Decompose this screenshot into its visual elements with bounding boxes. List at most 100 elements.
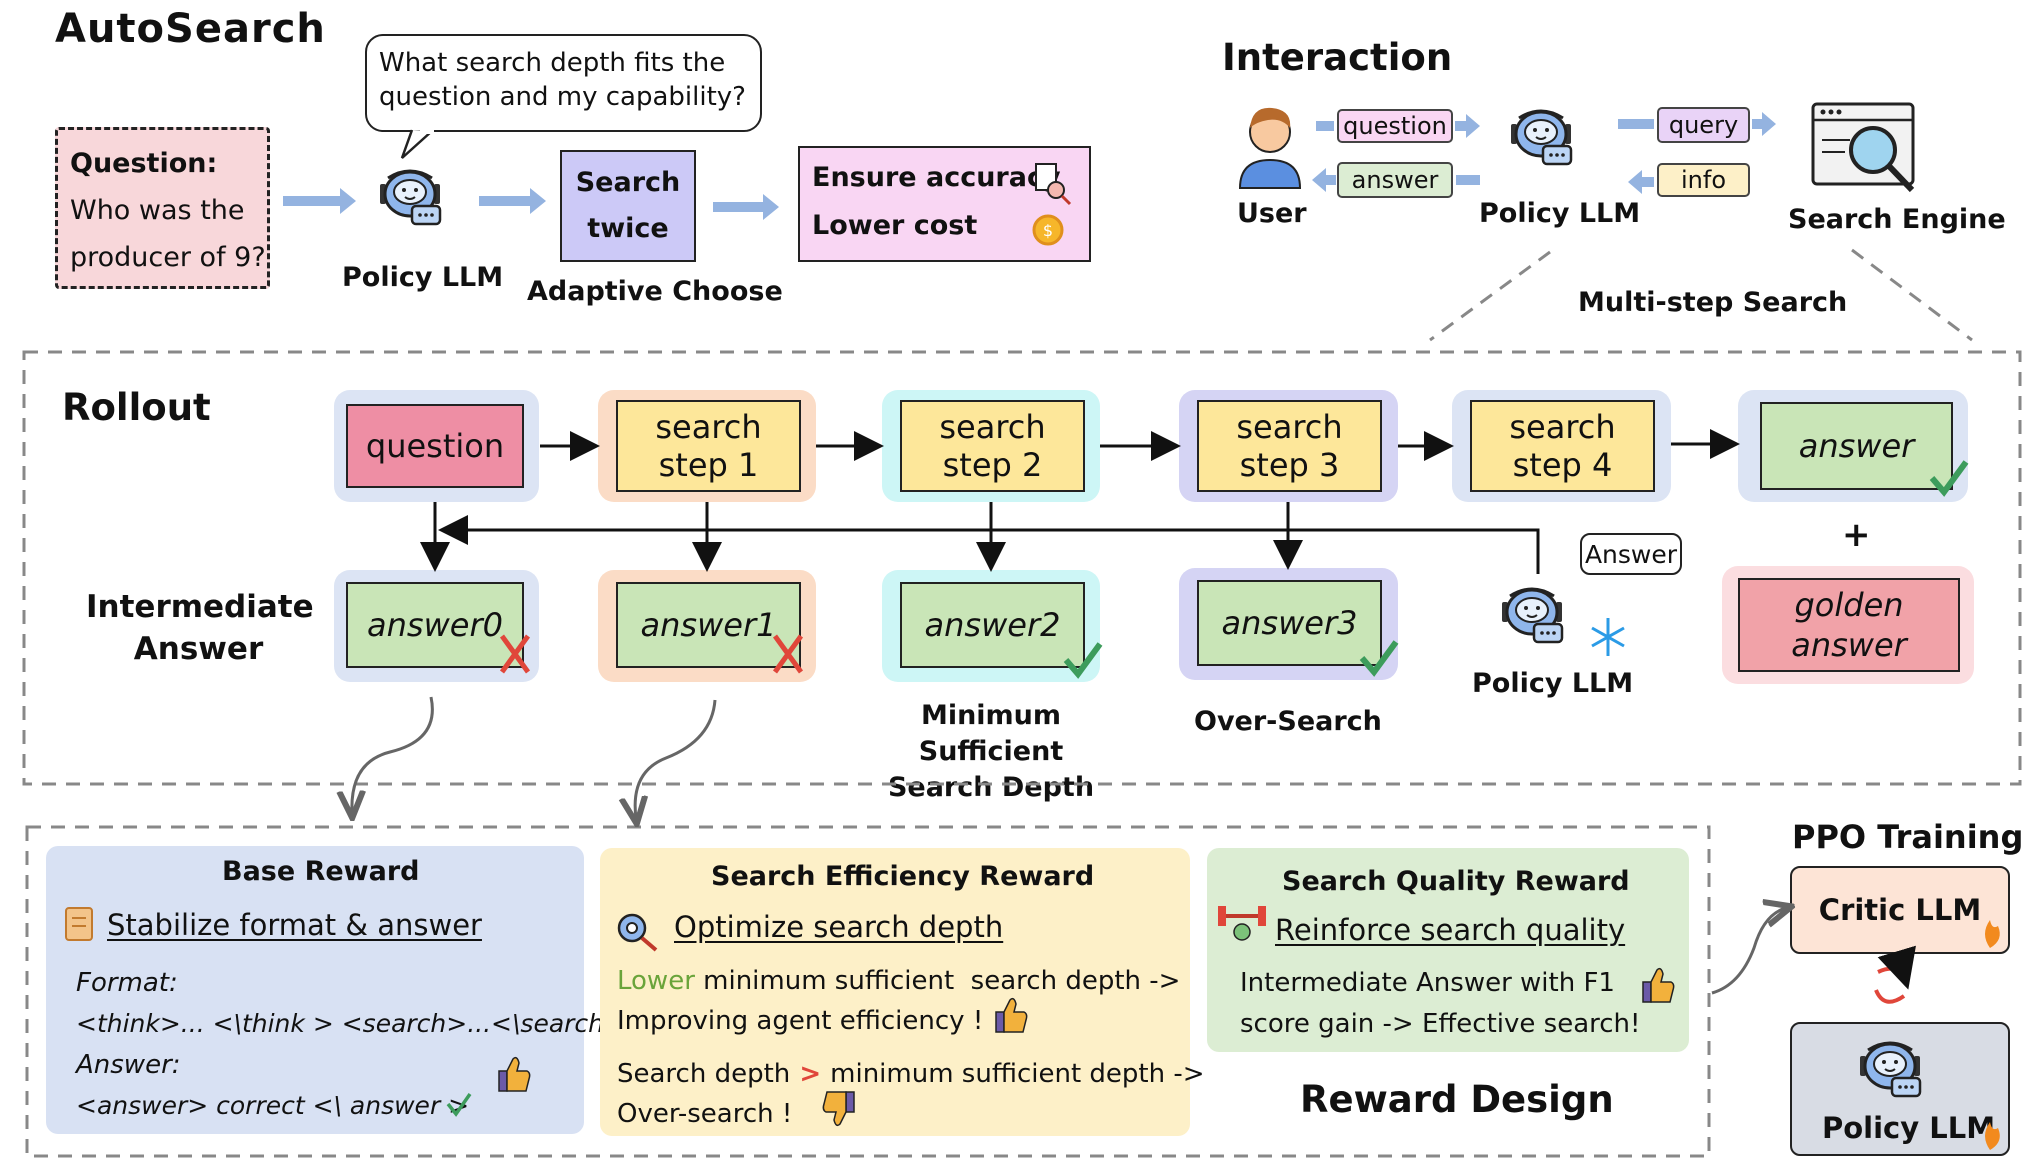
query-tag: query bbox=[1657, 107, 1750, 143]
answer-bubble: Answer bbox=[1580, 533, 1682, 575]
magnifier-doc-icon bbox=[1035, 163, 1072, 206]
critic-llm-label: Critic LLM bbox=[1818, 893, 1982, 927]
answer2-text: answer2 bbox=[924, 606, 1061, 644]
step4-line1: search bbox=[1509, 408, 1616, 446]
min-depth-line2: Search Depth bbox=[887, 772, 1095, 803]
bubble-line-2: question and my capability? bbox=[379, 82, 746, 112]
policy-llm-label-interaction: Policy LLM bbox=[1479, 198, 1641, 229]
answer0-box: answer0 bbox=[346, 582, 524, 668]
step2-line2: step 2 bbox=[942, 446, 1043, 484]
reward-frame bbox=[25, 825, 1711, 1158]
choose-line-2: twice bbox=[587, 213, 669, 244]
step3-line1: search bbox=[1236, 408, 1343, 446]
zoom-line-right bbox=[1851, 248, 1973, 342]
adaptive-choose-box: Search twice bbox=[560, 150, 696, 262]
quality-subtitle: Reinforce search quality bbox=[1275, 913, 1625, 947]
efficiency-subtitle: Optimize search depth bbox=[674, 910, 1003, 944]
rollout-question: question bbox=[346, 404, 524, 488]
search-engine-icon bbox=[1811, 102, 1915, 193]
thumbs-up-icon-quality bbox=[1642, 967, 1675, 1003]
rollout-answer: answer bbox=[1760, 402, 1953, 490]
question-label: Question: bbox=[70, 148, 218, 179]
intermediate-line1: Intermediate bbox=[86, 589, 314, 625]
intermediate-answer-title: Intermediate Answer bbox=[86, 586, 314, 670]
answer0-cross-mark bbox=[499, 634, 531, 674]
question-line-1: Who was the bbox=[70, 195, 245, 226]
base-reward-title: Base Reward bbox=[222, 856, 420, 887]
thumbs-up-icon-efficiency bbox=[995, 997, 1028, 1033]
small-check-icon bbox=[446, 1092, 472, 1117]
policy-llm-label-top: Policy LLM bbox=[342, 262, 504, 293]
user-icon bbox=[1238, 107, 1302, 189]
critic-flame-icon bbox=[1985, 920, 2000, 948]
rollout-frame bbox=[22, 350, 2022, 786]
answer1-box: answer1 bbox=[616, 582, 801, 668]
reward-design-title: Reward Design bbox=[1300, 1078, 1614, 1121]
rollout-title: Rollout bbox=[62, 386, 211, 429]
quality-line1: Intermediate Answer with F1 bbox=[1240, 968, 1615, 998]
over-search-label: Over-Search bbox=[1194, 706, 1382, 737]
efficiency-reward-title: Search Efficiency Reward bbox=[711, 861, 1095, 892]
frozen-policy-label: Policy LLM bbox=[1472, 668, 1634, 699]
base-reward-subtitle: Stabilize format & answer bbox=[107, 908, 482, 942]
top-flow-arrows bbox=[283, 188, 779, 220]
answer2-box: answer2 bbox=[900, 582, 1085, 668]
curve-arrow-efficiency bbox=[635, 699, 717, 818]
question-line-2: producer of 9? bbox=[70, 242, 266, 273]
golden-line1: golden bbox=[1794, 586, 1904, 624]
policy-llm-icon-interaction bbox=[1509, 109, 1573, 166]
policy-llm-icon-top bbox=[378, 169, 442, 226]
efficiency-depth: Search depth bbox=[617, 1059, 791, 1089]
plus-sign: + bbox=[1842, 515, 1871, 555]
base-reward-panel bbox=[46, 846, 584, 1134]
answer3-check-mark bbox=[1359, 640, 1399, 677]
base-format-line: <think>... <\think > <search>...<\search… bbox=[76, 1009, 633, 1038]
reward-to-ppo-arrow bbox=[1711, 908, 1786, 995]
interaction-arrows bbox=[1312, 112, 1776, 194]
answer3-box: answer3 bbox=[1197, 580, 1382, 666]
curve-arrow-base bbox=[352, 696, 434, 812]
step3-line2: step 3 bbox=[1239, 446, 1340, 484]
answer-check-mark bbox=[1929, 460, 1969, 497]
thumbs-up-icon-base bbox=[498, 1056, 531, 1092]
critic-llm-box: Critic LLM bbox=[1790, 866, 2010, 954]
efficiency-gt: > bbox=[790, 1059, 831, 1089]
info-tag: info bbox=[1657, 163, 1750, 197]
efficiency-line3: Search depth > minimum sufficient depth … bbox=[617, 1059, 1205, 1089]
efficiency-line1-rest: minimum sufficient search depth -> bbox=[694, 966, 1181, 996]
efficiency-line1: Lower minimum sufficient search depth -> bbox=[617, 966, 1180, 996]
base-answer-label: Answer: bbox=[76, 1050, 181, 1080]
autosearch-title: AutoSearch bbox=[55, 6, 326, 52]
quality-line2: score gain -> Effective search! bbox=[1240, 1009, 1641, 1039]
snowflake-icon bbox=[1591, 618, 1625, 656]
answer3-text: answer3 bbox=[1221, 604, 1358, 642]
ppo-training-title: PPO Training bbox=[1792, 818, 2024, 856]
answer2-check-mark bbox=[1063, 642, 1103, 679]
intermediate-feedback-lines bbox=[420, 502, 1540, 574]
step4-line2: step 4 bbox=[1512, 446, 1613, 484]
answer-bubble-text: Answer bbox=[1584, 539, 1678, 569]
efficiency-subtitle-text: Optimize search depth bbox=[674, 910, 1004, 944]
thought-bubble: What search depth fits the question and … bbox=[365, 34, 762, 132]
quality-subtitle-text: Reinforce search quality bbox=[1275, 913, 1626, 947]
benefit-cost: Lower cost bbox=[812, 210, 978, 241]
step2-line1: search bbox=[939, 408, 1046, 446]
answer1-text: answer1 bbox=[640, 606, 777, 644]
svg-text:$: $ bbox=[1043, 221, 1053, 240]
intermediate-line2: Answer bbox=[133, 631, 264, 667]
ppo-policy-label: Policy LLM bbox=[1822, 1111, 1996, 1145]
rollout-answer-text: answer bbox=[1798, 427, 1915, 465]
gear-search-icon bbox=[617, 913, 658, 952]
min-sufficient-label: Minimum Sufficient Search Depth bbox=[850, 698, 1132, 806]
coin-icon: $ bbox=[1032, 214, 1064, 246]
efficiency-min-depth: minimum sufficient depth -> bbox=[830, 1059, 1205, 1089]
search-engine-label: Search Engine bbox=[1788, 204, 2006, 235]
benefit-accuracy: Ensure accuracy bbox=[812, 162, 1061, 193]
cycle-arrows-icon bbox=[1874, 945, 1916, 1004]
base-subtitle-text: Stabilize format & answer bbox=[107, 908, 482, 942]
thumbs-down-icon bbox=[822, 1091, 855, 1127]
